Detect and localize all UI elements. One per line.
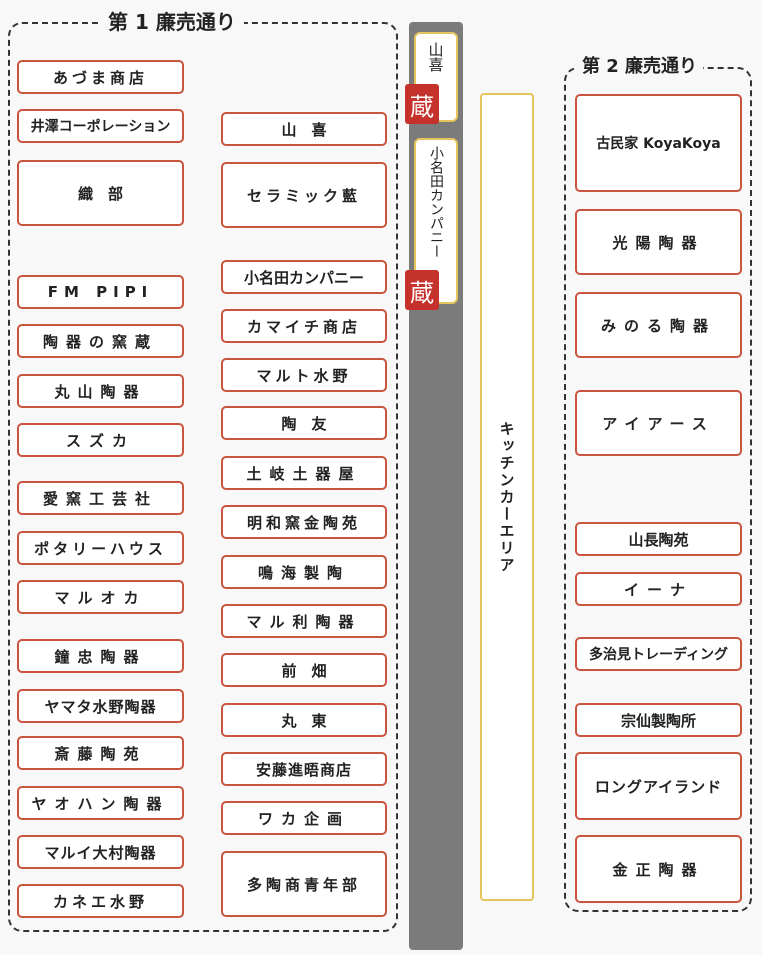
shop[interactable]: イーナ	[575, 572, 742, 606]
shop[interactable]: マルオカ	[17, 580, 184, 614]
warehouse-label: 山喜	[426, 42, 445, 72]
shop[interactable]: 陶 友	[221, 406, 387, 440]
group-1-title: 第 1 廉売通り	[100, 12, 244, 32]
shop[interactable]: セラミック藍	[221, 162, 387, 228]
kura-stamp-icon: 蔵	[405, 84, 439, 124]
shop[interactable]: マルト水野	[221, 358, 387, 392]
shop[interactable]: 織 部	[17, 160, 184, 226]
shop[interactable]: ワカ企画	[221, 801, 387, 835]
shop[interactable]: 明和窯金陶苑	[221, 505, 387, 539]
shop[interactable]: 鳴海製陶	[221, 555, 387, 589]
kura-stamp-label: 蔵	[410, 278, 434, 307]
kitchen-car-area-label: キッチンカーエリア	[497, 420, 516, 574]
shop[interactable]: カネエ水野	[17, 884, 184, 918]
shop[interactable]: 丸 東	[221, 703, 387, 737]
shop[interactable]: ロングアイランド	[575, 752, 742, 820]
shop[interactable]: 小名田カンパニー	[221, 260, 387, 294]
shop[interactable]: 宗仙製陶所	[575, 703, 742, 737]
shop[interactable]: 前 畑	[221, 653, 387, 687]
shop[interactable]: ヤマタ水野陶器	[17, 689, 184, 723]
shop[interactable]: 陶器の窯蔵	[17, 324, 184, 358]
shop[interactable]: マルイ大村陶器	[17, 835, 184, 869]
shop[interactable]: 愛窯工芸社	[17, 481, 184, 515]
warehouse-label: 小名田カンパニー	[428, 146, 444, 258]
shop[interactable]: あづま商店	[17, 60, 184, 94]
shop[interactable]: みのる陶器	[575, 292, 742, 358]
shop[interactable]: 光陽陶器	[575, 209, 742, 275]
shop[interactable]: 安藤進晤商店	[221, 752, 387, 786]
shop[interactable]: 斎藤陶苑	[17, 736, 184, 770]
shop[interactable]: マル利陶器	[221, 604, 387, 638]
shop[interactable]: 土岐土器屋	[221, 456, 387, 490]
shop[interactable]: ポタリーハウス	[17, 531, 184, 565]
shop[interactable]: 丸山陶器	[17, 374, 184, 408]
kitchen-car-area[interactable]: キッチンカーエリア	[480, 93, 534, 901]
shop[interactable]: 多治見トレーディング	[575, 637, 742, 671]
shop[interactable]: 井澤コーポレーション	[17, 109, 184, 143]
shop[interactable]: アイアース	[575, 390, 742, 456]
shop[interactable]: ヤオハン陶器	[17, 786, 184, 820]
shop[interactable]: スズカ	[17, 423, 184, 457]
shop[interactable]: 山長陶苑	[575, 522, 742, 556]
shop[interactable]: 金正陶器	[575, 835, 742, 903]
shop[interactable]: 鐘忠陶器	[17, 639, 184, 673]
shop[interactable]: 古民家 KoyaKoya	[575, 94, 742, 192]
shop[interactable]: 多陶商青年部	[221, 851, 387, 917]
shop[interactable]: カマイチ商店	[221, 309, 387, 343]
group-2-title: 第 2 廉売通り	[576, 58, 704, 76]
shop[interactable]: 山 喜	[221, 112, 387, 146]
kura-stamp-icon: 蔵	[405, 270, 439, 310]
shop[interactable]: FM PIPI	[17, 275, 184, 309]
kura-stamp-label: 蔵	[410, 92, 434, 121]
